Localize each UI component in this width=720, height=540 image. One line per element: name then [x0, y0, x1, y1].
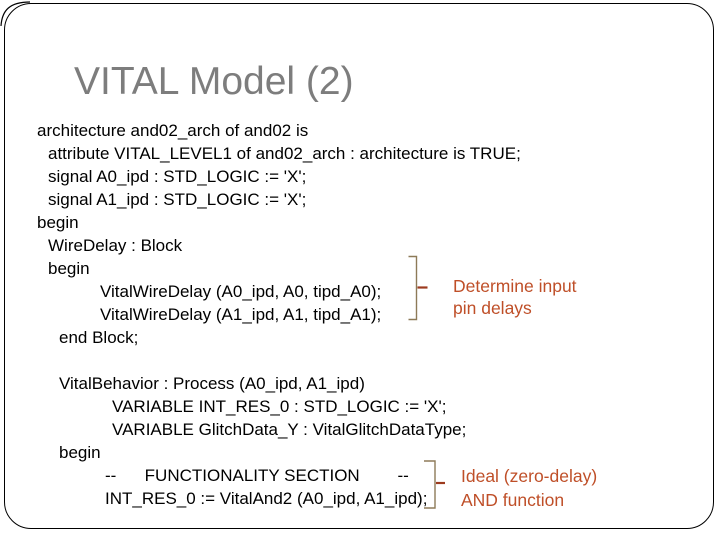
code-line: INT_RES_0 := VitalAnd2 (A0_ipd, A1_ipd); [105, 489, 428, 508]
annotation-wire-delay-line1: Determine input [453, 276, 577, 296]
code-block: architecture and02_arch of and02 is attri… [37, 119, 521, 510]
slide-border-frame [4, 3, 714, 529]
corner-flourish-arc [0, 1, 31, 27]
code-line: end Block; [59, 328, 139, 347]
code-line: VitalWireDelay (A0_ipd, A0, tipd_A0); [100, 282, 382, 301]
code-line: begin [37, 213, 79, 232]
code-line: architecture and02_arch of and02 is [37, 121, 309, 140]
code-line: begin [48, 259, 90, 278]
slide-title: VITAL Model (2) [74, 60, 354, 103]
code-line: -- FUNCTIONALITY SECTION -- [105, 466, 409, 485]
code-line: attribute VITAL_LEVEL1 of and02_arch : a… [48, 144, 521, 163]
code-line: VARIABLE GlitchData_Y : VitalGlitchDataT… [112, 420, 467, 439]
code-line: VitalBehavior : Process (A0_ipd, A1_ipd) [59, 374, 365, 393]
annotation-and-function-line2: AND function [461, 490, 565, 510]
wire-delay-bracket-icon [408, 255, 428, 321]
annotation-and-function: Ideal (zero-delay) AND function [461, 464, 597, 512]
annotation-and-function-line1: Ideal (zero-delay) [461, 466, 598, 486]
code-line [37, 349, 521, 372]
and-function-bracket-icon [424, 460, 445, 509]
code-line: begin [59, 443, 101, 462]
code-line: VitalWireDelay (A1_ipd, A1, tipd_A1); [100, 305, 382, 324]
annotation-wire-delay-line2: pin delays [453, 298, 532, 318]
code-line: WireDelay : Block [48, 236, 183, 255]
code-line: signal A1_ipd : STD_LOGIC := 'X'; [48, 190, 307, 209]
code-line: VARIABLE INT_RES_0 : STD_LOGIC := 'X'; [112, 397, 447, 416]
code-line: signal A0_ipd : STD_LOGIC := 'X'; [48, 167, 307, 186]
annotation-wire-delay: Determine input pin delays [453, 275, 577, 319]
